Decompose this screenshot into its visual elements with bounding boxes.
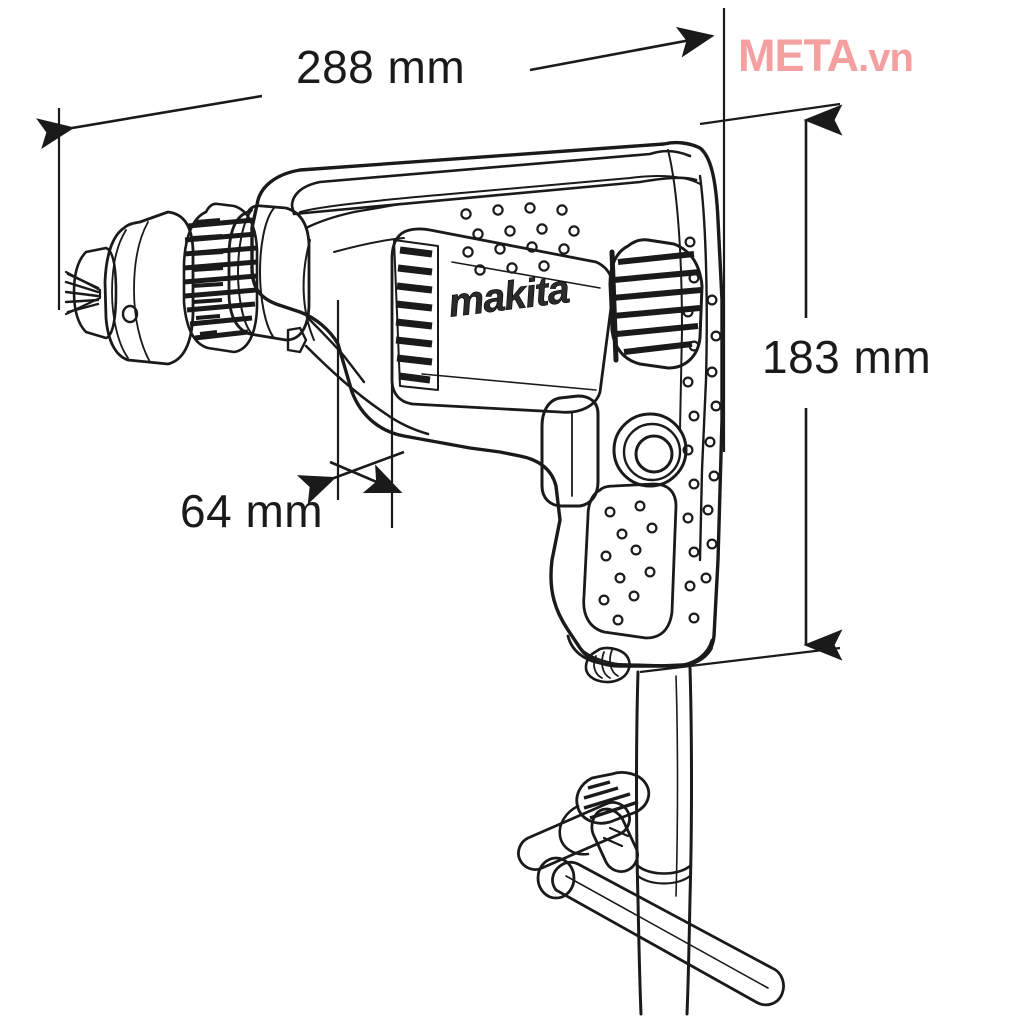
watermark-main: META — [738, 30, 859, 81]
gear-collar-line-2 — [259, 207, 275, 339]
dimension-label-height: 183 mm — [762, 331, 932, 383]
handle-base — [566, 634, 714, 668]
gear-collar-line-1 — [237, 209, 253, 335]
grip-front-panel — [582, 482, 678, 640]
grip-stipple-front — [598, 500, 658, 626]
chuck-key-holder-clip — [575, 771, 651, 825]
rear-vent-grille-outline — [608, 238, 704, 370]
motor-housing-panel — [390, 227, 615, 414]
neck-small-clip — [286, 326, 308, 354]
rear-vent-left-rib — [609, 249, 619, 363]
chuck-key-clip-hatch — [583, 780, 639, 820]
chuck-body-line-1 — [111, 229, 129, 359]
chuck-key-knob — [536, 856, 576, 900]
neck-curve-under — [304, 344, 430, 436]
rear-housing-edge — [698, 174, 708, 562]
strain-relief-ribs — [593, 649, 619, 679]
chuck-key-shaft — [590, 807, 639, 873]
chuck-jaw-cone — [64, 270, 102, 316]
chuck-nose — [72, 246, 118, 340]
chuck-knurled-ring — [182, 202, 259, 354]
ref-line-top-183 — [699, 102, 841, 126]
speed-dial-mid — [622, 422, 682, 482]
dim-64-arrow-right — [329, 460, 403, 494]
power-cord-inner-shade — [675, 675, 679, 897]
cord-strain-relief — [584, 646, 631, 684]
speed-dial-inner — [634, 434, 674, 474]
rear-housing-edge-2 — [667, 149, 683, 431]
panel-inner-line-2 — [421, 373, 597, 391]
cord-ring-band — [636, 864, 692, 875]
dimension-label-length: 288 mm — [296, 41, 466, 93]
dim-288-line-right — [529, 26, 715, 72]
chuck-keyhole — [121, 304, 139, 324]
cord-ring-band-2 — [636, 874, 692, 885]
top-spine-inner-line — [299, 175, 701, 213]
chuck-key-crossbar — [517, 801, 631, 871]
watermark-suffix: .vn — [858, 36, 914, 80]
side-vent-slots — [395, 246, 433, 384]
handle-base-inner — [579, 647, 713, 667]
dimension-label-chuck-offset: 64 mm — [180, 485, 324, 537]
drill-neck-lower — [306, 316, 366, 384]
chuck-second-knurl-band — [191, 218, 224, 336]
dim-288-line-left — [36, 94, 263, 149]
trigger-switch — [540, 394, 600, 508]
chuck-key-long-bar-inner — [565, 875, 769, 989]
body-underside-curve — [302, 239, 315, 341]
grip-stipple-rear — [682, 236, 722, 624]
meta-vn-watermark: META.vn — [738, 30, 914, 82]
vent-slot-frame — [393, 239, 439, 391]
top-spine-ridge — [290, 149, 698, 216]
chuck-body-line-2 — [133, 221, 151, 363]
ref-line-bottom-183 — [639, 646, 841, 674]
chuck-key-small-tip — [602, 826, 630, 848]
speed-dial-outer — [612, 412, 688, 488]
dim-64-arrow-left — [296, 450, 405, 505]
chuck-key-long-bar — [551, 860, 785, 1007]
rear-vent-slats — [611, 251, 702, 355]
dimension-lines — [36, 8, 843, 674]
drill-neck-upper — [304, 202, 402, 230]
power-cord-right-edge — [685, 666, 693, 1016]
power-cord-left-edge — [635, 670, 643, 1016]
drill-illustration — [64, 140, 785, 1016]
vent-hole-dots — [460, 202, 580, 276]
chuck-body — [103, 210, 195, 366]
body-front-curve — [333, 237, 405, 253]
